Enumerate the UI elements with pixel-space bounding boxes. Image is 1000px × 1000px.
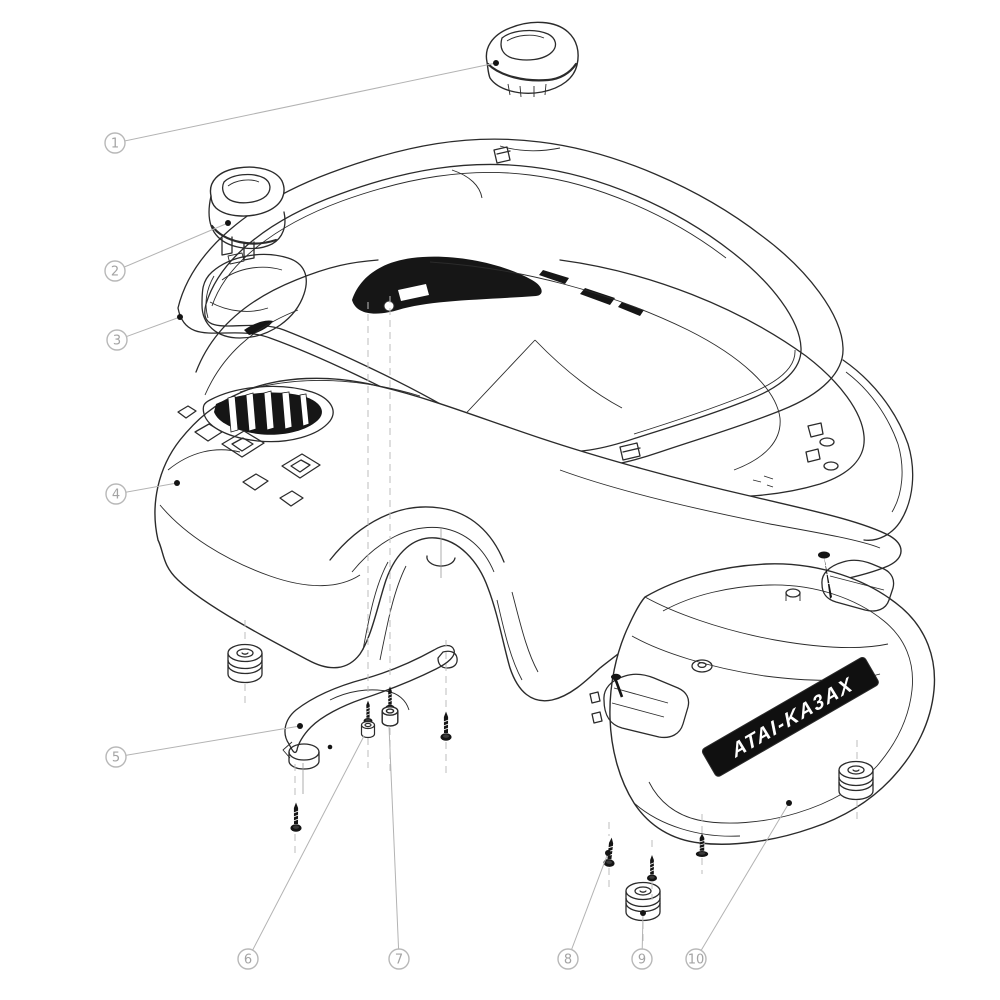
callout-number: 8 <box>564 953 572 968</box>
callout-circle <box>237 948 259 970</box>
callout-number: 1 <box>111 137 119 152</box>
callout-6: 6 <box>237 735 365 970</box>
callout-circle <box>685 948 707 970</box>
callout-circle <box>105 483 127 505</box>
callout-number: 6 <box>244 953 252 968</box>
callout-end-dot <box>493 60 499 66</box>
callouts: 1 2 3 4 5 6 7 8 9 10 <box>104 60 792 970</box>
callout-end-dot <box>297 723 303 729</box>
callout-circle <box>105 746 127 768</box>
callout-circle <box>557 948 579 970</box>
callout-end-dot <box>786 800 792 806</box>
callout-circle <box>104 132 126 154</box>
callout-circle <box>631 948 653 970</box>
callout-number: 10 <box>688 953 705 968</box>
screw <box>439 711 453 742</box>
callout-leader-line <box>116 316 181 341</box>
callout-5: 5 <box>105 723 303 768</box>
rubber-damper-left <box>227 643 263 684</box>
callout-3: 3 <box>106 314 183 351</box>
callout-2: 2 <box>104 220 231 282</box>
callout-leader-line <box>388 725 400 960</box>
button-cap-part-2 <box>208 166 286 265</box>
main-body-cover <box>154 359 914 702</box>
callout-number: 2 <box>111 265 119 280</box>
callout-end-dot <box>225 220 231 226</box>
screw <box>646 854 658 882</box>
callout-number: 9 <box>638 953 646 968</box>
callout-10: 10 <box>685 800 792 970</box>
mid-chassis-deck <box>195 256 865 566</box>
callout-end-dot <box>177 314 183 320</box>
callout-number: 5 <box>112 751 120 766</box>
callout-7: 7 <box>388 725 410 970</box>
screw <box>289 802 303 833</box>
callout-leader-line <box>114 62 497 144</box>
callout-end-dot <box>605 850 611 856</box>
callout-circle <box>104 260 126 282</box>
screw <box>363 700 373 725</box>
callout-leader-line <box>567 852 609 960</box>
spacer-part-6 <box>360 720 376 739</box>
rubber-damper-right <box>838 760 874 801</box>
callout-1: 1 <box>104 60 499 154</box>
top-cap-part-1 <box>485 21 579 98</box>
callout-number: 7 <box>395 953 403 968</box>
callout-end-dot <box>640 910 646 916</box>
callout-circle <box>388 948 410 970</box>
callout-leader-line <box>114 222 229 272</box>
callout-leader-line <box>247 735 365 960</box>
fasteners <box>227 643 874 922</box>
small-dot <box>327 744 333 750</box>
callout-4: 4 <box>105 480 180 505</box>
front-bracket <box>282 644 458 794</box>
callout-circle <box>106 329 128 351</box>
callout-8: 8 <box>557 850 611 970</box>
callout-number: 4 <box>112 488 120 503</box>
callout-end-dot <box>174 480 180 486</box>
callout-leader-line <box>695 802 790 960</box>
callout-number: 3 <box>113 334 121 349</box>
callout-leader-line <box>115 725 301 758</box>
assembly-axes <box>244 296 858 942</box>
nut-part-7 <box>381 706 399 727</box>
callout-9: 9 <box>631 910 653 970</box>
